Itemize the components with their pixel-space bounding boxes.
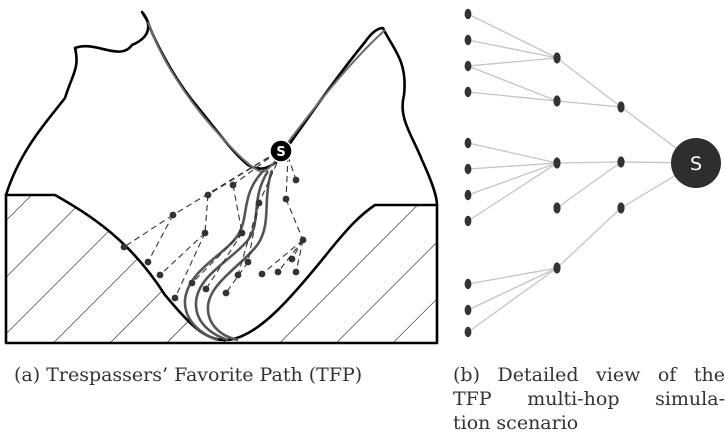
sensor-node [258, 270, 266, 278]
sensor-node [188, 279, 196, 287]
network-node [464, 215, 472, 227]
network-node [553, 262, 561, 274]
network-node [617, 101, 625, 113]
path-1 [183, 169, 265, 342]
sensor-node [144, 258, 152, 266]
network-node [464, 34, 472, 46]
sensor-node [169, 211, 177, 219]
network-node [464, 304, 472, 316]
path-3 [206, 169, 274, 342]
sensor-node [204, 191, 212, 199]
sensor-node [229, 181, 237, 189]
network-node [464, 189, 472, 201]
network-node [464, 137, 472, 149]
sink-node-a: S [269, 139, 293, 163]
sink-label-a: S [276, 145, 285, 160]
network-edges [467, 13, 697, 333]
sensor-node [292, 176, 300, 184]
caption-a: (a) Trespassers’ Favorite Path (TFP) [14, 364, 363, 386]
sensor-node [156, 271, 164, 279]
network-nodes [464, 8, 625, 338]
sensor-node [202, 285, 210, 293]
sensor-node [255, 199, 263, 207]
network-node [553, 95, 561, 107]
figure-a: S (a) Trespassers’ Favorite Path (TFP) [4, 10, 439, 386]
network-node [464, 60, 472, 72]
sensor-node [282, 195, 290, 203]
sensor-node [120, 243, 128, 251]
hatched-ground [4, 193, 439, 345]
sensor-node [292, 268, 300, 276]
network-node [553, 202, 561, 214]
network-node [464, 326, 472, 338]
sink-label-b: S [690, 153, 702, 175]
network-node [464, 8, 472, 20]
sensor-node [299, 236, 307, 244]
sensor-node [244, 258, 252, 266]
network-node [553, 157, 561, 169]
network-node [617, 156, 625, 168]
figure-b: S (b) Detailed view of the TFP multi-hop… [440, 0, 725, 445]
sensor-node [274, 268, 282, 276]
sink-node-b: S [671, 138, 721, 188]
network-node [464, 86, 472, 98]
network-node [553, 52, 561, 64]
sensor-node [234, 271, 242, 279]
sensor-node [288, 255, 296, 263]
sensor-node [222, 289, 230, 297]
sensor-node [171, 294, 179, 302]
caption-b-line-1: (b) Detailed view of the [453, 364, 725, 386]
sensor-nodes [120, 176, 307, 302]
mountain-outline [4, 10, 439, 207]
network-node [464, 163, 472, 175]
caption-b-line-2: TFP multi-hop simula- [453, 388, 725, 410]
multihop-network-diagram: S [464, 8, 721, 338]
sensor-node [238, 229, 246, 237]
network-node [464, 278, 472, 290]
tfp-terrain-diagram: S [4, 10, 439, 345]
network-node [617, 202, 625, 214]
sensor-node [201, 229, 209, 237]
valley-line [147, 21, 386, 174]
dashed-links [123, 151, 304, 299]
caption-b: (b) Detailed view of the TFP multi-hop s… [453, 363, 725, 435]
caption-b-line-3: tion scenario [453, 412, 579, 434]
